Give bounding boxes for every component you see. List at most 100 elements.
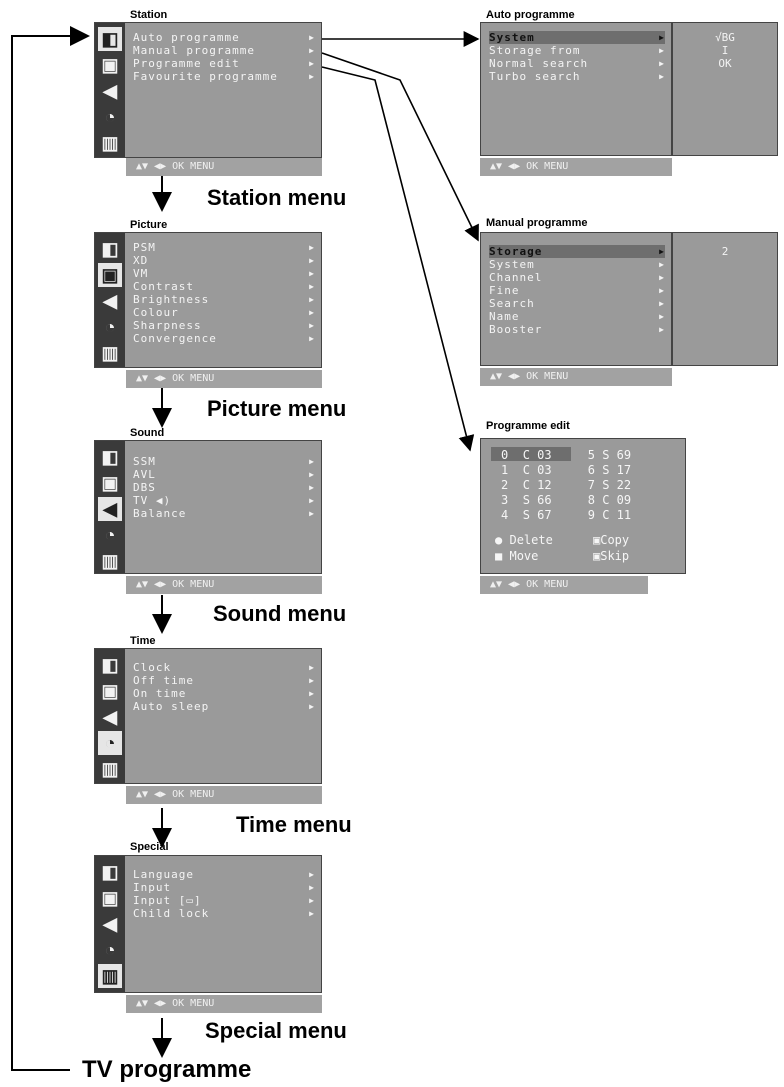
manual-programme-footer: ▲▼ ◀▶ OK MENU bbox=[480, 368, 672, 386]
sound-icon[interactable]: ◀ bbox=[103, 291, 117, 311]
time-item-auto-sleep[interactable]: Auto sleep▶ bbox=[133, 700, 315, 713]
time-icon[interactable]: ◔ bbox=[104, 107, 116, 127]
sound-menu-panel: ◧ ▣ ◀ ◔ ▥ SSM▶ AVL▶ DBS▶ TV ◀)▶ Balance▶ bbox=[94, 440, 322, 574]
time-item-clock[interactable]: Clock▶ bbox=[133, 661, 315, 674]
sound-item-dbs[interactable]: DBS▶ bbox=[133, 481, 315, 494]
auto-programme-items: System▶ Storage from▶ Normal search▶ Tur… bbox=[489, 31, 665, 83]
programme-edit-footer: ▲▼ ◀▶ OK MENU bbox=[480, 576, 648, 594]
special-icon[interactable]: ▥ bbox=[101, 343, 119, 363]
special-item-input[interactable]: Input▶ bbox=[133, 881, 315, 894]
time-icon[interactable]: ◔ bbox=[98, 731, 122, 755]
arrow-to-manual bbox=[321, 52, 479, 242]
loop-line bbox=[11, 26, 90, 1071]
pip-icon: [▭] bbox=[178, 894, 202, 907]
pe-row-0[interactable]: 0 C 03 5 S 69 bbox=[501, 448, 632, 462]
special-item-input-pip[interactable]: Input [▭]▶ bbox=[133, 894, 315, 907]
picture-icon[interactable]: ▣ bbox=[101, 681, 119, 701]
manual-item-booster[interactable]: Booster▶ bbox=[489, 323, 665, 336]
menu-icon-strip: ◧ ▣ ◀ ◔ ▥ bbox=[95, 23, 125, 157]
auto-programme-values: √BG I OK bbox=[672, 22, 778, 156]
selected-programme-highlight bbox=[491, 447, 571, 461]
special-item-child-lock[interactable]: Child lock▶ bbox=[133, 907, 315, 920]
station-icon[interactable]: ◧ bbox=[101, 239, 119, 259]
station-item-programme-edit[interactable]: Programme edit▶ bbox=[133, 57, 315, 70]
picture-item-xd[interactable]: XD▶ bbox=[133, 254, 315, 267]
picture-icon[interactable]: ▣ bbox=[101, 888, 119, 908]
pe-row-4[interactable]: 4 S 67 9 C 11 bbox=[501, 508, 632, 522]
time-item-on-time[interactable]: On time▶ bbox=[133, 687, 315, 700]
picture-icon[interactable]: ▣ bbox=[98, 263, 122, 287]
copy-key-icon: ▣ bbox=[593, 533, 601, 547]
auto-programme-label: Auto programme bbox=[486, 9, 575, 21]
square-key-icon: ■ bbox=[495, 549, 503, 563]
time-items: Clock▶ Off time▶ On time▶ Auto sleep▶ bbox=[133, 661, 315, 713]
auto-programme-footer: ▲▼ ◀▶ OK MENU bbox=[480, 158, 672, 176]
station-icon[interactable]: ◧ bbox=[101, 862, 119, 882]
special-icon[interactable]: ▥ bbox=[101, 759, 119, 779]
tv-programme-label: TV programme bbox=[82, 1056, 252, 1083]
auto-item-normal-search[interactable]: Normal search▶ bbox=[489, 57, 665, 70]
sound-item-avl[interactable]: AVL▶ bbox=[133, 468, 315, 481]
manual-item-search[interactable]: Search▶ bbox=[489, 297, 665, 310]
pe-row-3[interactable]: 3 S 66 8 C 09 bbox=[501, 493, 632, 507]
picture-footer: ▲▼ ◀▶ OK MENU bbox=[126, 370, 322, 388]
special-item-language[interactable]: Language▶ bbox=[133, 868, 315, 881]
picture-icon[interactable]: ▣ bbox=[101, 473, 119, 493]
station-item-manual-programme[interactable]: Manual programme▶ bbox=[133, 44, 315, 57]
speaker-icon: ◀) bbox=[155, 494, 172, 507]
special-icon[interactable]: ▥ bbox=[101, 133, 119, 153]
skip-key-icon: ▣ bbox=[593, 549, 601, 563]
value-system: √BG bbox=[715, 31, 735, 44]
station-icon[interactable]: ◧ bbox=[98, 27, 122, 51]
time-icon[interactable]: ◔ bbox=[104, 940, 116, 960]
legend-move: ■ Move bbox=[495, 549, 539, 563]
manual-item-fine[interactable]: Fine▶ bbox=[489, 284, 665, 297]
picture-item-convergence[interactable]: Convergence▶ bbox=[133, 332, 315, 345]
picture-item-vm[interactable]: VM▶ bbox=[133, 267, 315, 280]
sound-icon[interactable]: ◀ bbox=[103, 81, 117, 101]
manual-item-storage[interactable]: Storage▶ bbox=[489, 245, 665, 258]
picture-icon[interactable]: ▣ bbox=[101, 55, 119, 75]
station-icon[interactable]: ◧ bbox=[101, 447, 119, 467]
picture-item-contrast[interactable]: Contrast▶ bbox=[133, 280, 315, 293]
sound-icon[interactable]: ◀ bbox=[103, 914, 117, 934]
time-menu-panel: ◧ ▣ ◀ ◔ ▥ Clock▶ Off time▶ On time▶ Auto… bbox=[94, 648, 322, 784]
auto-item-turbo-search[interactable]: Turbo search▶ bbox=[489, 70, 665, 83]
station-item-auto-programme[interactable]: Auto programme▶ bbox=[133, 31, 315, 44]
manual-programme-panel: Storage▶ System▶ Channel▶ Fine▶ Search▶ … bbox=[480, 232, 672, 366]
picture-item-brightness[interactable]: Brightness▶ bbox=[133, 293, 315, 306]
manual-programme-values: 2 bbox=[672, 232, 778, 366]
time-icon[interactable]: ◔ bbox=[104, 525, 116, 545]
sound-icon[interactable]: ◀ bbox=[98, 497, 122, 521]
special-icon[interactable]: ▥ bbox=[98, 964, 122, 988]
manual-item-name[interactable]: Name▶ bbox=[489, 310, 665, 323]
value-storage-from: I bbox=[721, 44, 729, 57]
picture-item-psm[interactable]: PSM▶ bbox=[133, 241, 315, 254]
sound-item-ssm[interactable]: SSM▶ bbox=[133, 455, 315, 468]
station-menu-panel: ◧ ▣ ◀ ◔ ▥ Auto programme▶ Manual program… bbox=[94, 22, 322, 158]
station-label: Station bbox=[130, 9, 168, 21]
auto-item-system[interactable]: System▶ bbox=[489, 31, 665, 44]
time-item-off-time[interactable]: Off time▶ bbox=[133, 674, 315, 687]
picture-item-colour[interactable]: Colour▶ bbox=[133, 306, 315, 319]
picture-item-sharpness[interactable]: Sharpness▶ bbox=[133, 319, 315, 332]
station-items: Auto programme▶ Manual programme▶ Progra… bbox=[133, 31, 315, 83]
auto-item-storage-from[interactable]: Storage from▶ bbox=[489, 44, 665, 57]
station-icon[interactable]: ◧ bbox=[101, 655, 119, 675]
sound-icon[interactable]: ◀ bbox=[103, 707, 117, 727]
time-footer: ▲▼ ◀▶ OK MENU bbox=[126, 786, 322, 804]
pe-row-2[interactable]: 2 C 12 7 S 22 bbox=[501, 478, 632, 492]
time-caption: Time menu bbox=[236, 812, 352, 837]
sound-item-balance[interactable]: Balance▶ bbox=[133, 507, 315, 520]
manual-item-system[interactable]: System▶ bbox=[489, 258, 665, 271]
special-icon[interactable]: ▥ bbox=[101, 551, 119, 571]
pe-row-1[interactable]: 1 C 03 6 S 17 bbox=[501, 463, 632, 477]
picture-items: PSM▶ XD▶ VM▶ Contrast▶ Brightness▶ Colou… bbox=[133, 241, 315, 345]
sound-item-tv-volume[interactable]: TV ◀)▶ bbox=[133, 494, 315, 507]
special-items: Language▶ Input▶ Input [▭]▶ Child lock▶ bbox=[133, 868, 315, 920]
station-item-favourite-programme[interactable]: Favourite programme▶ bbox=[133, 70, 315, 83]
time-icon[interactable]: ◔ bbox=[104, 317, 116, 337]
sound-label: Sound bbox=[130, 427, 165, 439]
manual-item-channel[interactable]: Channel▶ bbox=[489, 271, 665, 284]
programme-edit-label: Programme edit bbox=[486, 420, 570, 432]
